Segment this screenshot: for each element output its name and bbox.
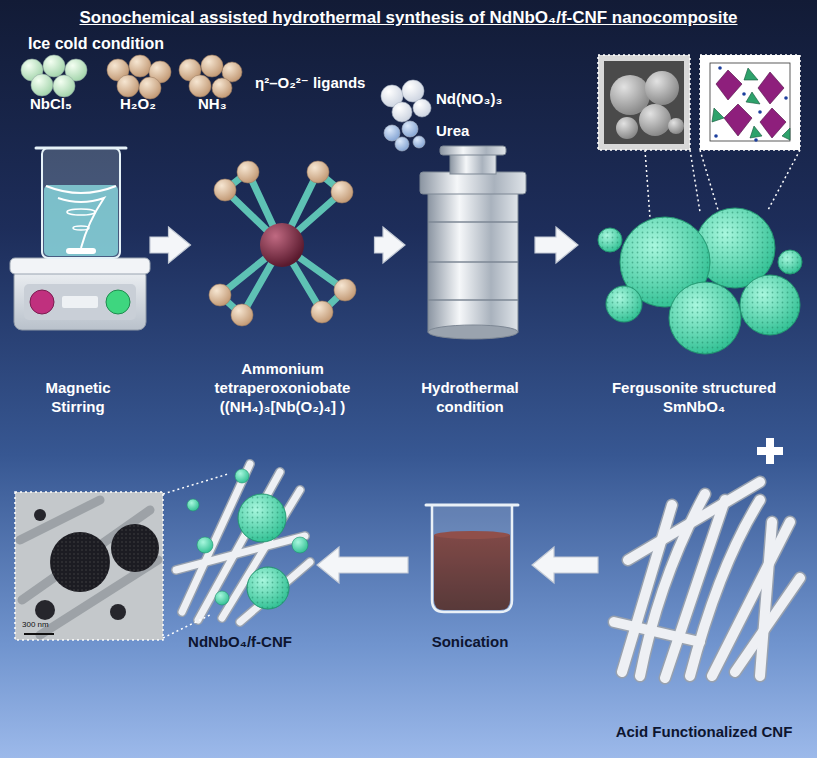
flow-arrow	[535, 227, 578, 263]
flow-arrow	[532, 547, 598, 583]
annotation-label: NH₃	[198, 95, 227, 113]
process-step: Sonication	[410, 480, 530, 655]
process-step: NdNbO₄/f-CNF	[165, 450, 315, 655]
flow-arrow	[317, 547, 408, 583]
process-step: Fergusonite structured SmNbO₄	[580, 170, 808, 420]
flow-arrow	[375, 227, 406, 263]
annotation-label: Nd(NO₃)₃	[436, 90, 502, 108]
step-caption: Ammonium tetraperoxoniobate ((NH₄)₃[Nb(O…	[197, 359, 369, 416]
annotation-label: Urea	[436, 122, 469, 140]
step-caption: Magnetic Stirring	[23, 378, 133, 416]
step-caption: Fergusonite structured SmNbO₄	[607, 378, 782, 416]
annotation-label: η²–O₂²⁻ ligands	[255, 74, 365, 92]
annotation-label: NbCl₅	[30, 95, 72, 113]
process-step: Ammonium tetraperoxoniobate ((NH₄)₃[Nb(O…	[193, 130, 373, 420]
step-caption: Sonication	[432, 632, 509, 651]
process-step: Hydrothermal condition	[407, 130, 533, 420]
step-caption: NdNbO₄/f-CNF	[188, 632, 292, 651]
process-step: Acid Functionalized CNF	[600, 470, 808, 745]
annotation-label: Ice cold condition	[28, 34, 164, 53]
annotation-label: 300 nm	[22, 619, 49, 630]
step-caption: Hydrothermal condition	[411, 378, 529, 416]
annotation-label: H₂O₂	[120, 95, 156, 113]
diagram-title: Sonochemical assisted hydrothermal synth…	[0, 6, 817, 30]
flow-arrow	[150, 227, 191, 263]
process-step: Magnetic Stirring	[8, 130, 148, 420]
step-caption: Acid Functionalized CNF	[616, 722, 793, 741]
